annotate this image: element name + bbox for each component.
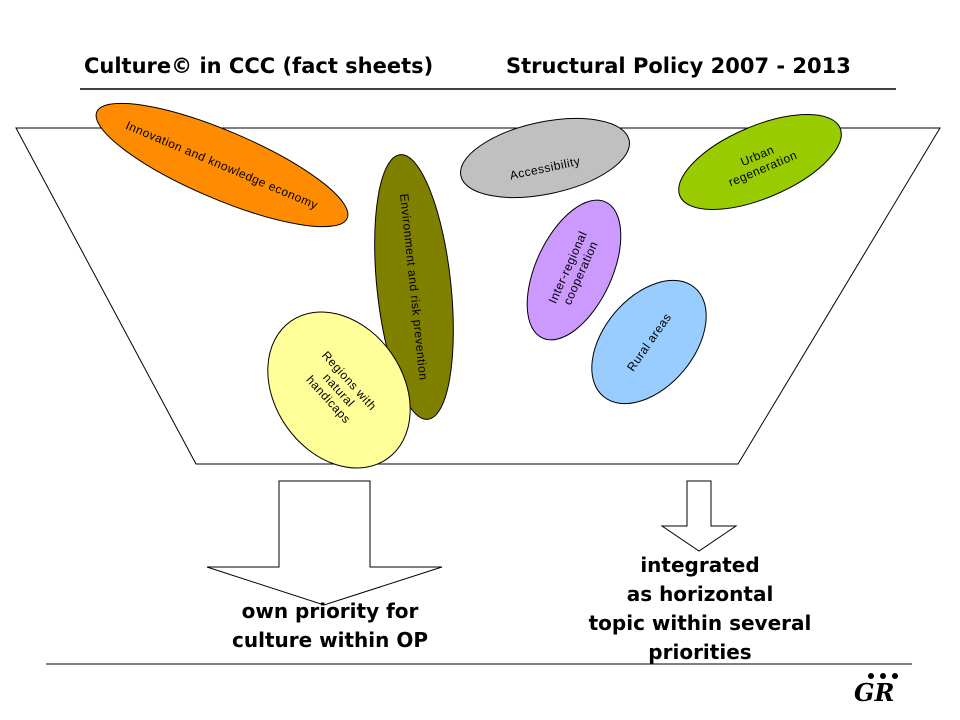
ellipse-urban: Urbanregeneration [678, 114, 842, 210]
caption-line: culture within OP [232, 628, 428, 652]
title-left: Culture© in CCC (fact sheets) [84, 54, 434, 78]
own-priority-caption: own priority for culture within OP [200, 597, 460, 655]
title-right: Structural Policy 2007 - 2013 [506, 54, 851, 78]
ellipse-interregional: Inter-regionalcooperation [526, 199, 622, 341]
priority-ellipses: Innovation and knowledge economy Environm… [95, 102, 842, 469]
ellipse-shape [591, 279, 707, 405]
caption-line: priorities [648, 640, 752, 664]
ellipse-environment: Environment and risk prevention [374, 154, 454, 420]
ellipse-shape [267, 311, 411, 469]
svg-text:GR: GR [854, 678, 894, 707]
ellipse-shape [374, 154, 454, 420]
caption-line: topic within several [588, 611, 812, 635]
ellipse-rural: Rural areas [591, 279, 707, 405]
integrated-caption: integrated as horizontal topic within se… [560, 551, 840, 667]
funnel-shape [15, 127, 941, 465]
caption-line: integrated [640, 553, 760, 577]
ellipse-shape [526, 199, 622, 341]
ellipse-innovation: Innovation and knowledge economy [95, 102, 349, 228]
ellipse-accessibility: Accessibility [460, 118, 630, 198]
caption-line: as horizontal [626, 582, 774, 606]
ellipse-shape [95, 102, 349, 228]
ellipse-regions: Regions withnaturalhandicaps [267, 311, 411, 469]
own-priority-arrow [206, 480, 443, 606]
caption-line: own priority for [241, 599, 419, 623]
ellipse-shape [678, 114, 842, 210]
logo-mark: GR [854, 673, 898, 707]
ellipse-shape [460, 118, 630, 198]
integrated-arrow [660, 480, 738, 552]
